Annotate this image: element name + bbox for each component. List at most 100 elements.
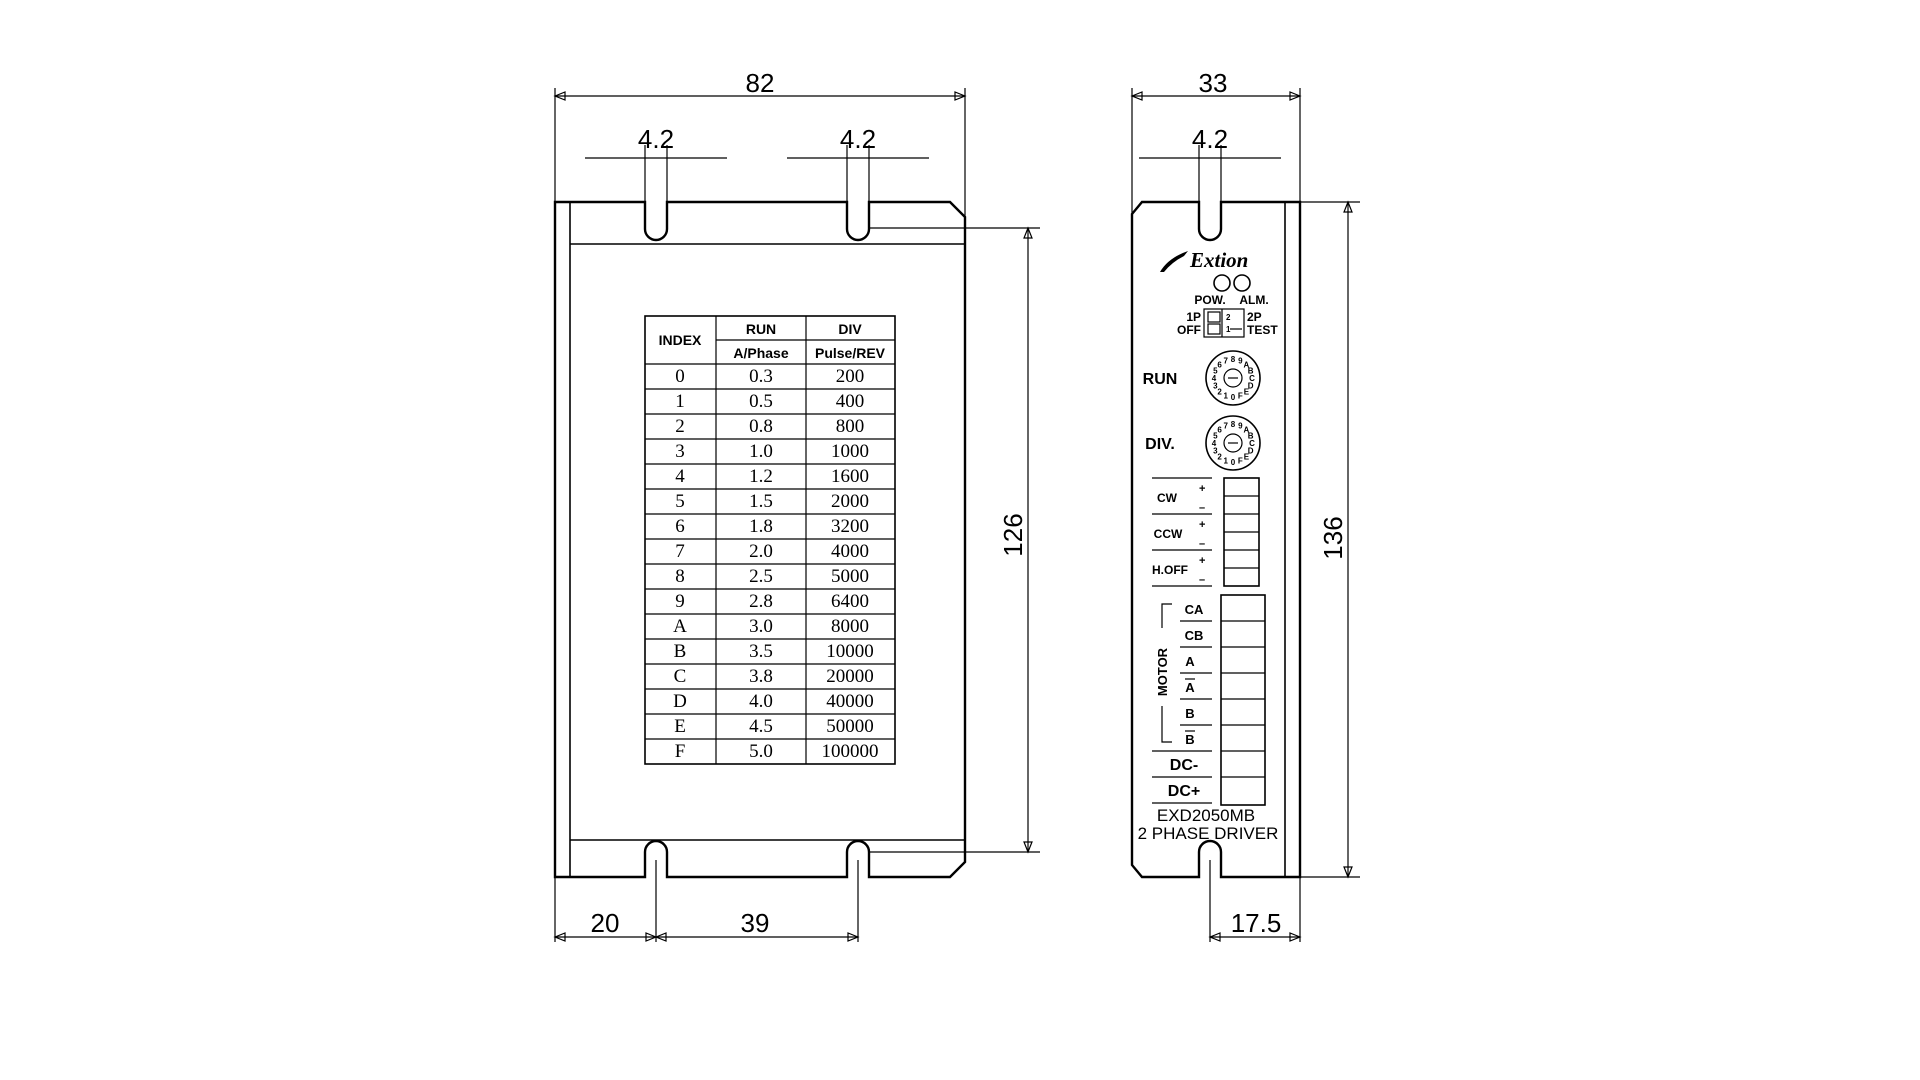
logo-swoosh-icon [1160, 251, 1188, 272]
dial-digit: B [1248, 367, 1254, 376]
label-test: TEST [1247, 323, 1278, 337]
table-subheader-run: A/Phase [733, 345, 788, 361]
table-cell-div: 10000 [826, 641, 874, 662]
label-hoff: H.OFF [1152, 563, 1188, 577]
label-b-bar: B [1185, 732, 1194, 747]
ccw-minus: – [1199, 538, 1205, 550]
table-cell-index: 5 [675, 491, 685, 512]
table-cell-run: 0.5 [749, 391, 773, 412]
front-outline [553, 200, 967, 879]
table-cell-div: 100000 [822, 741, 879, 762]
dial-digit: 5 [1213, 432, 1218, 441]
table-cell-run: 4.0 [749, 691, 773, 712]
label-1p: 1P [1186, 310, 1201, 324]
table-header-index: INDEX [659, 332, 702, 348]
label-dc-minus: DC- [1170, 757, 1198, 774]
table-cell-index: 4 [675, 466, 685, 487]
table-row: 3 1.0 1000 [675, 441, 869, 462]
table-cell-run: 4.5 [749, 716, 773, 737]
dial-digit: 3 [1213, 381, 1218, 390]
dial-digit: A [1244, 426, 1250, 435]
dial-digit: D [1248, 381, 1254, 390]
table-cell-index: B [674, 641, 687, 662]
table-cell-run: 1.8 [749, 516, 773, 537]
dim-slot-left: 4.2 [638, 124, 674, 154]
dim-side-bottom: 17.5 [1231, 908, 1282, 938]
dial-digit: 0 [1231, 393, 1236, 402]
table-row: 4 1.2 1600 [675, 466, 869, 487]
dial-digit: 9 [1238, 356, 1243, 365]
model-name: EXD2050MB [1157, 806, 1255, 825]
dial-digit: 2 [1217, 387, 1222, 396]
table-cell-run: 3.0 [749, 616, 773, 637]
table-header-run: RUN [746, 321, 776, 337]
dial-digit: F [1238, 457, 1243, 466]
dial-digit: 3 [1213, 446, 1218, 455]
table-cell-div: 1600 [831, 466, 869, 487]
ccw-plus: + [1199, 519, 1205, 531]
table-row: C 3.8 20000 [674, 666, 874, 687]
table-cell-run: 1.2 [749, 466, 773, 487]
dial-digit: 0 [1231, 458, 1236, 467]
table-cell-index: 0 [675, 366, 685, 387]
label-motor: MOTOR [1155, 647, 1170, 696]
table-cell-index: A [673, 616, 687, 637]
dim-front-width: 82 [746, 68, 775, 98]
alm-led-icon [1233, 274, 1251, 292]
hoff-plus: + [1199, 555, 1205, 567]
front-dimensions: 82 4.2 4.2 126 20 39 [553, 68, 1040, 942]
dial-digit: B [1248, 432, 1254, 441]
table-cell-run: 0.3 [749, 366, 773, 387]
table-cell-div: 1000 [831, 441, 869, 462]
table-cell-index: D [673, 691, 687, 712]
dial-digit: 5 [1213, 367, 1218, 376]
table-cell-index: E [674, 716, 686, 737]
label-2p: 2P [1247, 310, 1262, 324]
table-cell-run: 5.0 [749, 741, 773, 762]
table-cell-run: 0.8 [749, 416, 773, 437]
table-cell-run: 2.8 [749, 591, 773, 612]
dial-digit: 6 [1217, 361, 1222, 370]
table-cell-index: 3 [675, 441, 685, 462]
table-cell-index: C [674, 666, 687, 687]
svg-text:2: 2 [1226, 313, 1231, 322]
dim-side-slot: 4.2 [1192, 124, 1228, 154]
table-row: E 4.5 50000 [674, 716, 874, 737]
table-cell-run: 1.0 [749, 441, 773, 462]
table-header-div: DIV [838, 321, 862, 337]
table-cell-div: 200 [836, 366, 865, 387]
table-cell-div: 20000 [826, 666, 874, 687]
table-cell-run: 3.8 [749, 666, 773, 687]
table-row: 0 0.3 200 [675, 366, 864, 387]
label-div: DIV. [1145, 436, 1175, 453]
dip-switch: 2 1 1P OFF 2P TEST [1177, 308, 1278, 338]
dial-digit: F [1238, 392, 1243, 401]
table-cell-run: 2.5 [749, 566, 773, 587]
dial-digit: 7 [1223, 356, 1228, 365]
label-b: B [1185, 706, 1194, 721]
table-cell-div: 400 [836, 391, 865, 412]
dial-digit: E [1244, 387, 1250, 396]
table-cell-div: 50000 [826, 716, 874, 737]
dial-digit: 9 [1238, 421, 1243, 430]
dim-side-width: 33 [1199, 68, 1228, 98]
side-view: Extion POW. ALM. 2 1 1P OFF 2P TEST RUN … [1130, 200, 1302, 879]
table-cell-div: 4000 [831, 541, 869, 562]
label-ca: CA [1185, 602, 1204, 617]
table-cell-div: 5000 [831, 566, 869, 587]
dial-digit: 1 [1223, 457, 1228, 466]
label-dc-plus: DC+ [1168, 783, 1200, 800]
dial-digit: 8 [1231, 355, 1236, 364]
dial-digit: 6 [1217, 426, 1222, 435]
